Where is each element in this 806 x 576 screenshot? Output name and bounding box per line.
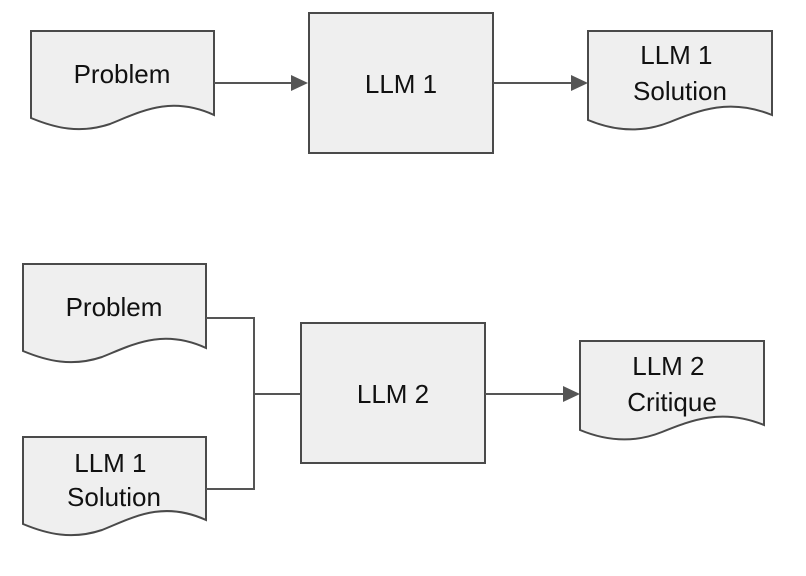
top-solution-document: LLM 1 Solution — [587, 30, 773, 131]
bottom-diagram: Problem LLM 1 Solution LLM 2 — [22, 263, 765, 537]
svg-text:LLM 1 Solution: LLM 1 Solution — [67, 448, 161, 512]
top-llm1-label: LLM 1 — [365, 69, 437, 99]
top-arrow-llm1-to-solution — [493, 75, 588, 91]
bottom-problem-document: Problem — [22, 263, 207, 364]
bottom-solution-label-line1: LLM 1 — [74, 448, 146, 478]
bottom-merge-connector — [206, 317, 301, 490]
svg-text:Problem: Problem — [74, 59, 171, 89]
bottom-problem-label: Problem — [66, 292, 163, 322]
bottom-arrow-llm2-to-critique — [485, 386, 580, 402]
bottom-solution-document: LLM 1 Solution — [22, 436, 207, 537]
top-solution-label-line2: Solution — [633, 76, 727, 106]
bottom-llm2-label: LLM 2 — [357, 379, 429, 409]
bottom-critique-label-line2: Critique — [627, 387, 717, 417]
top-solution-document-shape — [587, 30, 773, 131]
svg-text:Problem: Problem — [66, 292, 163, 322]
top-llm1-box-shape — [308, 12, 494, 154]
svg-text:LLM 1: LLM 1 — [365, 69, 437, 99]
svg-text:LLM 1 Solution: LLM 1 Solution — [633, 40, 727, 106]
top-solution-label-line1: LLM 1 — [640, 40, 712, 70]
bottom-critique-document-shape — [579, 340, 765, 441]
bottom-solution-label-line2: Solution — [67, 482, 161, 512]
bottom-critique-label-line1: LLM 2 — [632, 351, 704, 381]
bottom-problem-document-shape — [22, 263, 207, 364]
bottom-critique-document: LLM 2 Critique — [579, 340, 765, 441]
top-problem-label: Problem — [74, 59, 171, 89]
svg-text:LLM 2: LLM 2 — [357, 379, 429, 409]
bottom-solution-document-shape — [22, 436, 207, 537]
top-problem-document: Problem — [30, 30, 215, 131]
top-diagram: Problem LLM 1 LLM 1 Solution — [30, 12, 773, 154]
bottom-llm2-box: LLM 2 — [300, 322, 486, 464]
svg-text:LLM 2 Critique: LLM 2 Critique — [627, 351, 717, 417]
top-arrow-problem-to-llm1 — [214, 75, 308, 91]
top-problem-document-shape — [30, 30, 215, 131]
top-llm1-box: LLM 1 — [308, 12, 494, 154]
